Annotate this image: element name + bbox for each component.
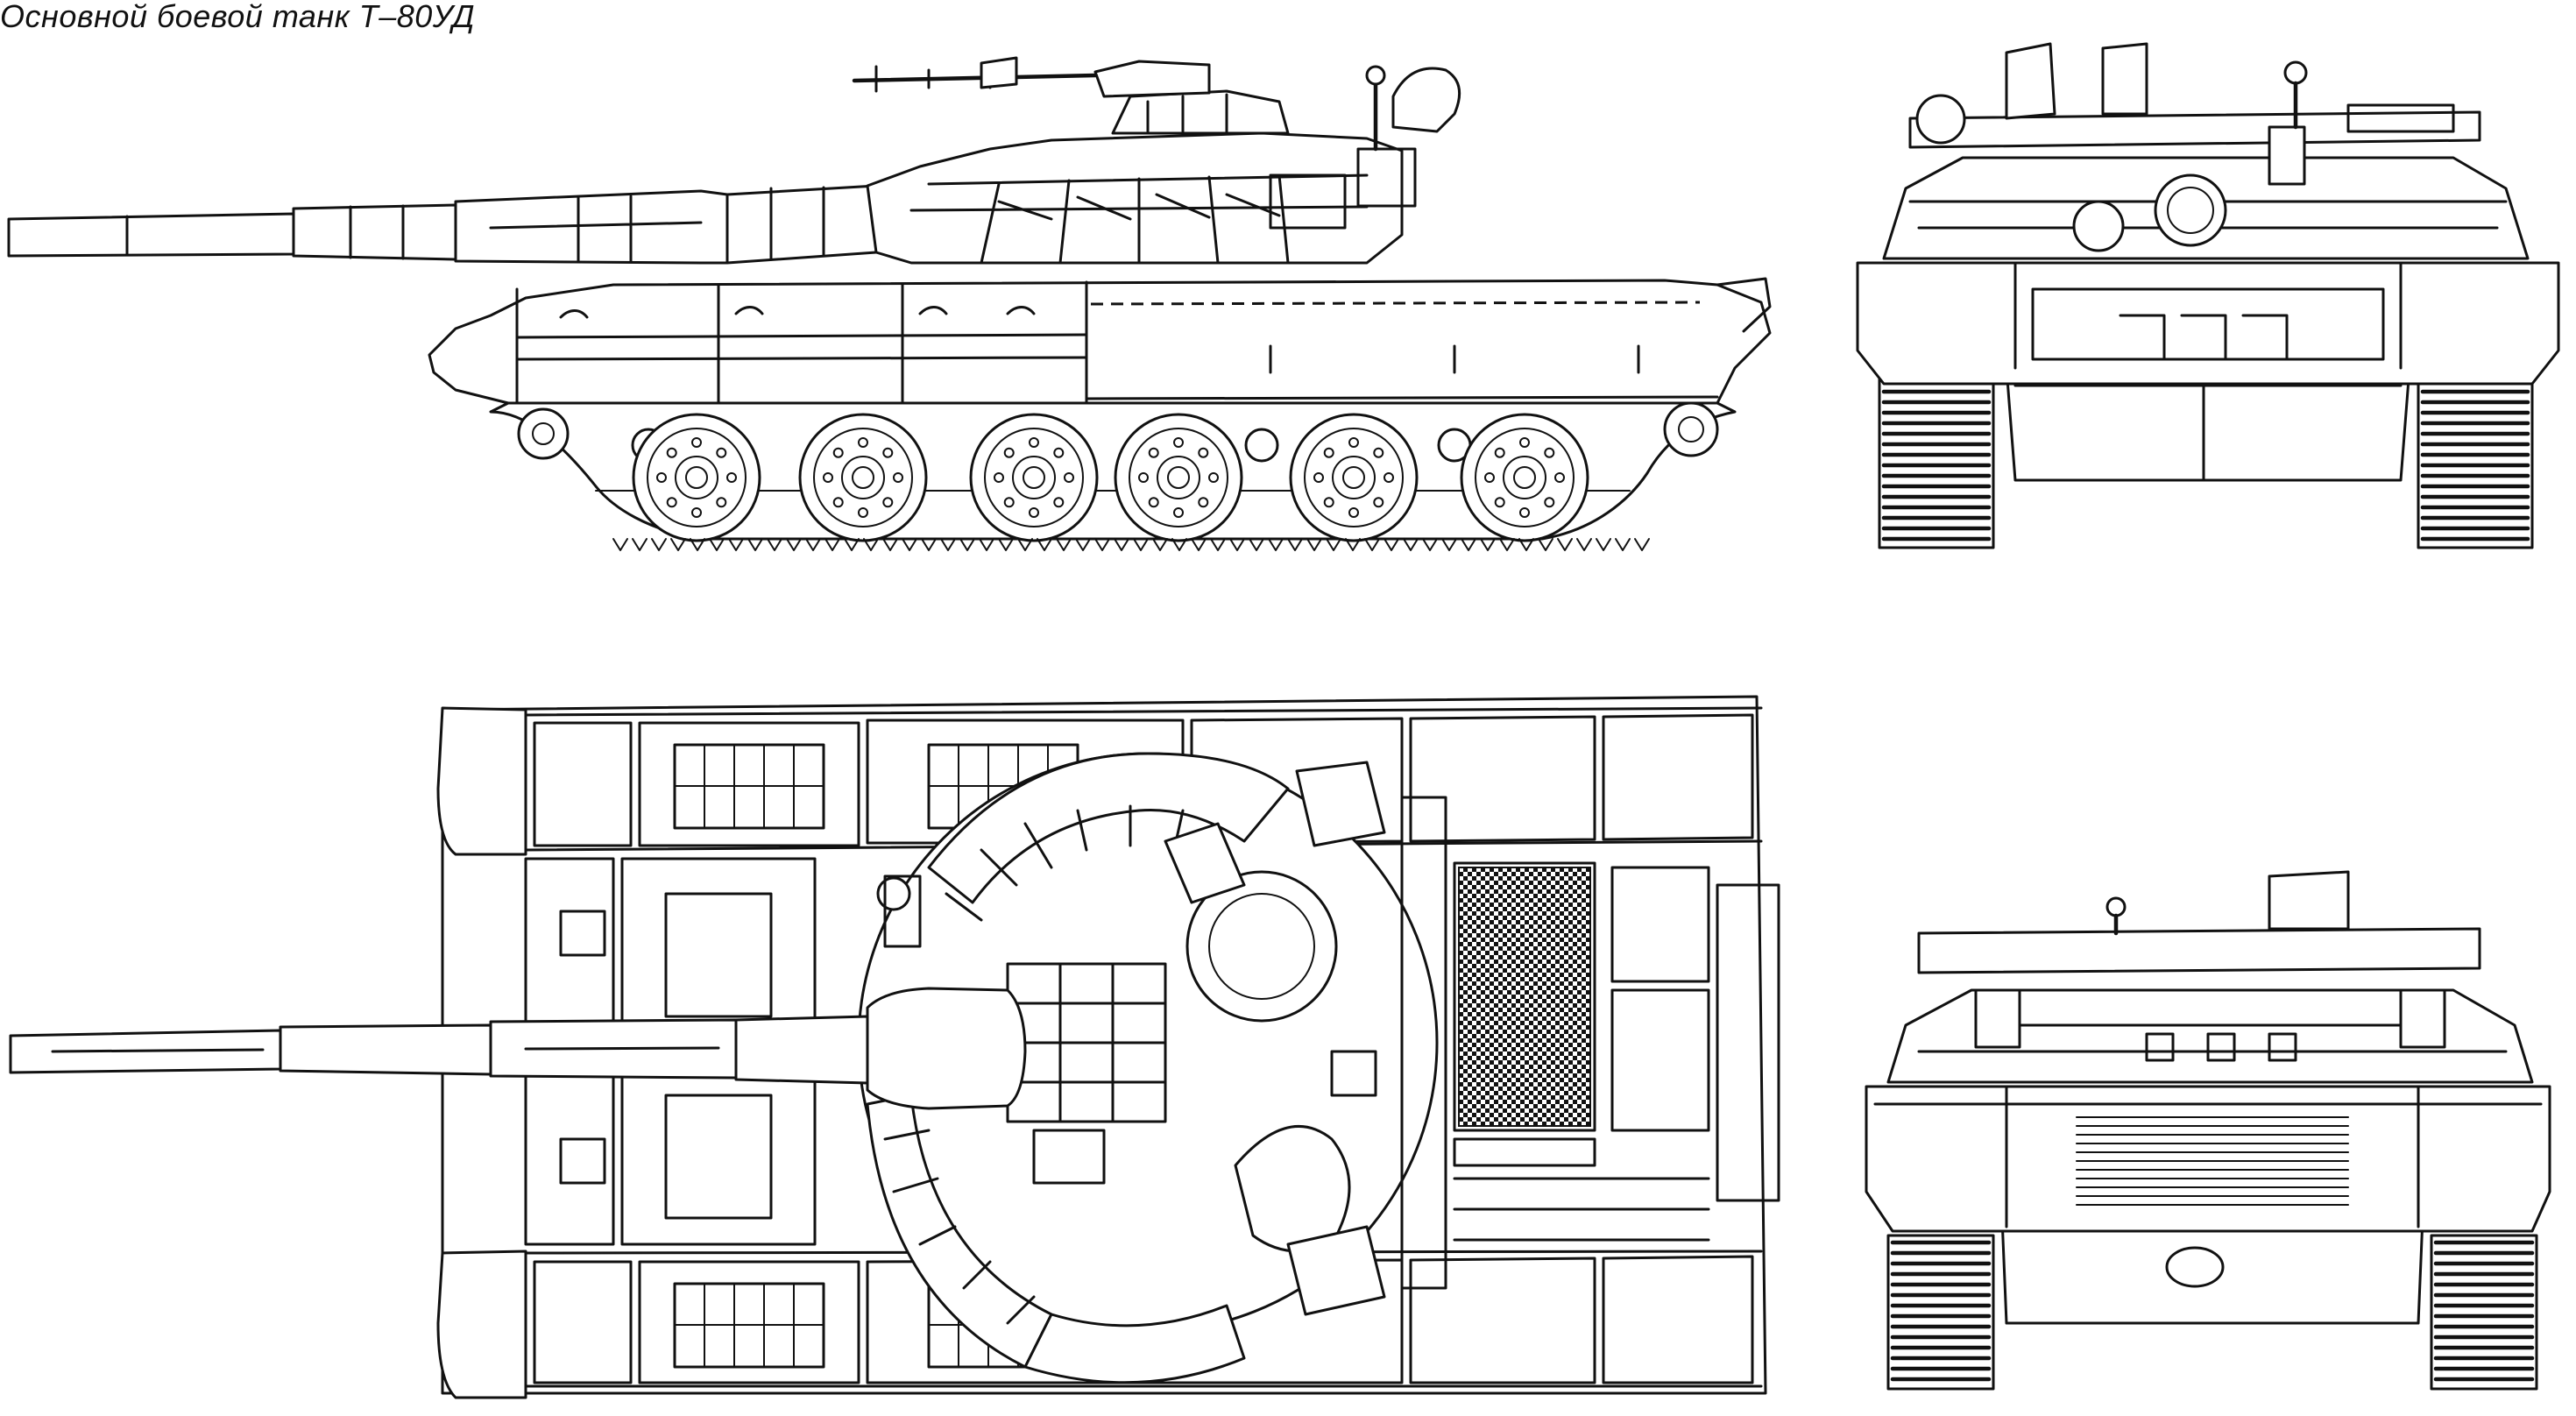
front-track-left xyxy=(1878,371,1995,549)
side-road-wheels xyxy=(612,413,1650,551)
rear-view xyxy=(1865,870,2551,1391)
front-track-right xyxy=(2417,371,2534,549)
top-engine-deck xyxy=(1400,796,1780,1290)
top-turret xyxy=(857,752,1439,1384)
rear-track-right xyxy=(2430,1234,2538,1391)
drawing-caption: Основной боевой танк Т–80УД xyxy=(0,0,475,34)
front-track-links xyxy=(1881,379,2530,542)
side-view xyxy=(7,56,1772,551)
front-view xyxy=(1856,42,2560,549)
top-view xyxy=(9,695,1780,1399)
side-turret xyxy=(852,56,1461,265)
rear-track-left xyxy=(1886,1234,1995,1391)
rear-track-links xyxy=(1890,1240,2535,1382)
rear-exhaust-louvres xyxy=(2076,1116,2349,1206)
side-hull xyxy=(428,277,1772,405)
top-engine-grille xyxy=(1458,867,1591,1127)
top-gun-barrel xyxy=(9,987,1027,1110)
side-gun-barrel xyxy=(7,184,878,265)
